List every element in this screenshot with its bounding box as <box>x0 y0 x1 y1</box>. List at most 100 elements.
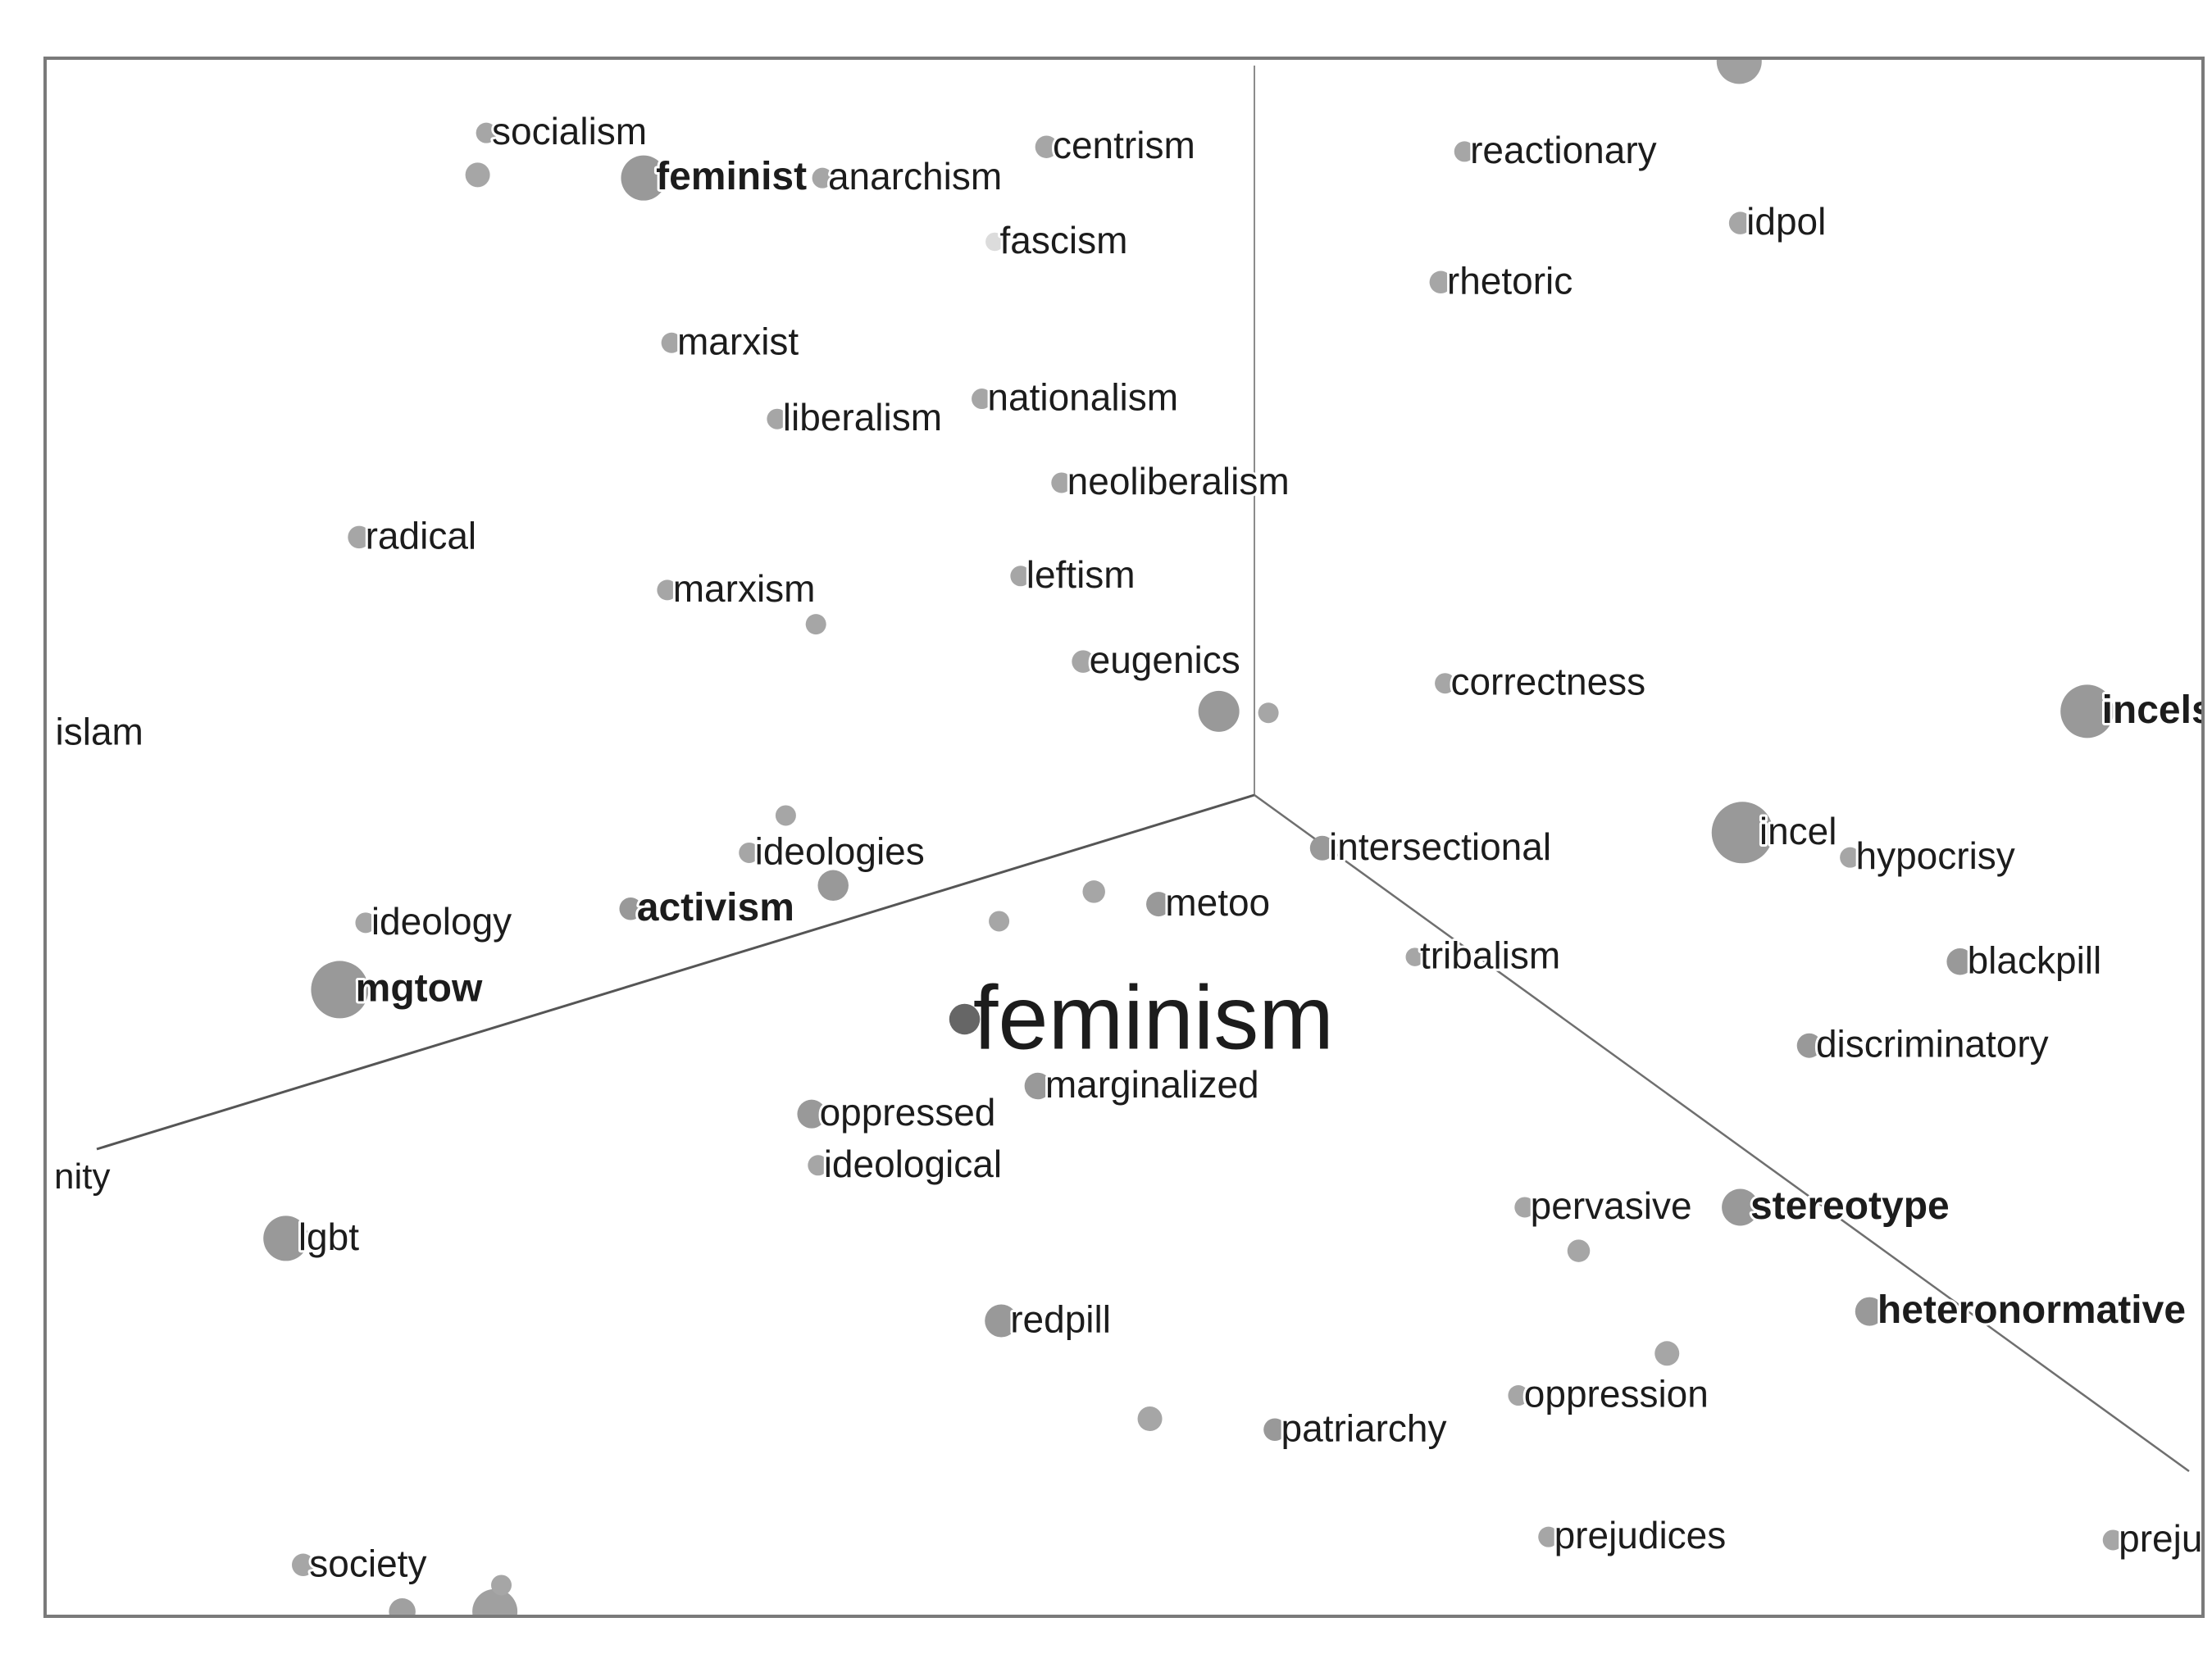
point-correctness[interactable] <box>1435 673 1456 694</box>
point-oppressed[interactable] <box>797 1099 826 1129</box>
point-ideology[interactable] <box>355 912 376 934</box>
point-preju[interactable] <box>2102 1529 2123 1551</box>
point-reactionary[interactable] <box>1454 141 1475 162</box>
label-idpol: idpol <box>1746 200 1826 243</box>
point-unlabeled-20[interactable] <box>1258 702 1279 724</box>
point-unlabeled-29[interactable] <box>817 870 849 902</box>
label-islam: islam <box>56 710 143 752</box>
label-tribalism: tribalism <box>1420 934 1560 977</box>
point-marxist[interactable] <box>661 332 682 353</box>
point-neoliberalism[interactable] <box>1051 472 1072 493</box>
label-neoliberalism: neoliberalism <box>1067 460 1290 502</box>
point-feminism[interactable] <box>949 1003 981 1035</box>
point-heteronormative[interactable] <box>1855 1297 1884 1326</box>
point-intersectional[interactable] <box>1309 835 1335 861</box>
point-eugenics[interactable] <box>1072 650 1095 673</box>
point-unlabeled-46[interactable] <box>1567 1239 1591 1262</box>
point-unlabeled-51[interactable] <box>1137 1406 1163 1431</box>
point-tribalism[interactable] <box>1405 947 1425 966</box>
label-reactionary: reactionary <box>1470 129 1657 171</box>
label-ideology: ideology <box>371 900 512 943</box>
label-stereotype: stereotype <box>1750 1184 1950 1228</box>
label-heteronormative: heteronormative <box>1877 1288 2186 1332</box>
point-oppression[interactable] <box>1508 1385 1529 1406</box>
label-incel: incel <box>1759 810 1837 852</box>
clipped-point-3 <box>472 1588 518 1616</box>
point-society[interactable] <box>291 1553 315 1577</box>
point-ideologies[interactable] <box>739 842 760 863</box>
label-mgtow: mgtow <box>356 966 483 1010</box>
label-rhetoric: rhetoric <box>1447 259 1573 302</box>
point-patriarchy[interactable] <box>1263 1418 1286 1442</box>
label-metoo: metoo <box>1165 881 1270 924</box>
point-unlabeled-19[interactable] <box>1198 690 1240 732</box>
point-lgbt[interactable] <box>263 1216 309 1261</box>
point-unlabeled-17[interactable] <box>805 614 826 635</box>
plot-frame <box>43 57 2205 1618</box>
point-unlabeled-24[interactable] <box>775 805 796 826</box>
label-ideological: ideological <box>824 1143 1002 1185</box>
point-marxism[interactable] <box>657 579 678 601</box>
point-centrism[interactable] <box>1035 135 1058 158</box>
label-liberalism: liberalism <box>783 396 942 438</box>
label-leftism: leftism <box>1026 553 1136 596</box>
axis-line-right <box>1254 793 2190 1473</box>
point-idpol[interactable] <box>1728 211 1752 234</box>
point-incels[interactable] <box>2060 684 2114 738</box>
label-feminist: feminist <box>656 155 807 198</box>
point-marginalized[interactable] <box>1024 1072 1052 1100</box>
label-patriarchy: patriarchy <box>1281 1406 1447 1449</box>
label-hypocrisy: hypocrisy <box>1856 834 2015 877</box>
point-stereotype[interactable] <box>1722 1188 1759 1226</box>
label-incels: incels <box>2102 688 2212 732</box>
point-discriminatory[interactable] <box>1796 1033 1822 1058</box>
point-fascism[interactable] <box>985 232 1004 252</box>
label-blackpill: blackpill <box>1968 938 2102 981</box>
point-hypocrisy[interactable] <box>1840 847 1861 868</box>
label-ideologies: ideologies <box>755 829 925 872</box>
point-mgtow[interactable] <box>311 961 369 1019</box>
point-blackpill[interactable] <box>1946 948 1973 975</box>
axis-end-label: nity <box>54 1156 110 1197</box>
point-nationalism[interactable] <box>972 389 993 410</box>
point-metoo[interactable] <box>1146 892 1172 917</box>
clipped-point-2 <box>389 1597 416 1616</box>
point-incel[interactable] <box>1711 802 1773 864</box>
label-centrism: centrism <box>1053 124 1195 166</box>
point-radical[interactable] <box>348 525 371 549</box>
label-anarchism: anarchism <box>828 155 1002 198</box>
point-unlabeled-2[interactable] <box>465 162 490 188</box>
point-unlabeled-56[interactable] <box>491 1574 512 1596</box>
label-marginalized: marginalized <box>1045 1063 1259 1106</box>
point-prejudices[interactable] <box>1538 1526 1559 1547</box>
label-marxist: marxist <box>677 320 799 362</box>
point-feminist[interactable] <box>621 155 667 201</box>
point-unlabeled-49[interactable] <box>1654 1341 1680 1366</box>
point-activism[interactable] <box>619 897 642 920</box>
label-activism: activism <box>637 886 794 929</box>
label-preju: preju <box>2119 1517 2202 1560</box>
clipped-point-1 <box>1716 59 1762 84</box>
point-leftism[interactable] <box>1010 566 1031 587</box>
point-unlabeled-30[interactable] <box>1082 880 1105 903</box>
label-lgbt: lgbt <box>298 1216 359 1258</box>
point-pervasive[interactable] <box>1514 1197 1536 1218</box>
label-oppression: oppression <box>1524 1373 1709 1415</box>
label-redpill: redpill <box>1010 1297 1111 1340</box>
point-redpill[interactable] <box>985 1304 1018 1338</box>
label-eugenics: eugenics <box>1090 638 1240 681</box>
label-marxism: marxism <box>673 567 816 610</box>
label-feminism: feminism <box>973 967 1334 1068</box>
point-anarchism[interactable] <box>812 167 833 189</box>
point-liberalism[interactable] <box>767 408 788 429</box>
point-ideological[interactable] <box>808 1155 829 1176</box>
point-socialism[interactable] <box>476 122 497 143</box>
label-oppressed: oppressed <box>820 1091 996 1134</box>
label-fascism: fascism <box>1000 219 1128 261</box>
label-society: society <box>309 1542 426 1584</box>
point-rhetoric[interactable] <box>1429 270 1453 294</box>
label-nationalism: nationalism <box>987 376 1178 419</box>
label-correctness: correctness <box>1450 661 1645 703</box>
point-unlabeled-33[interactable] <box>989 911 1010 932</box>
